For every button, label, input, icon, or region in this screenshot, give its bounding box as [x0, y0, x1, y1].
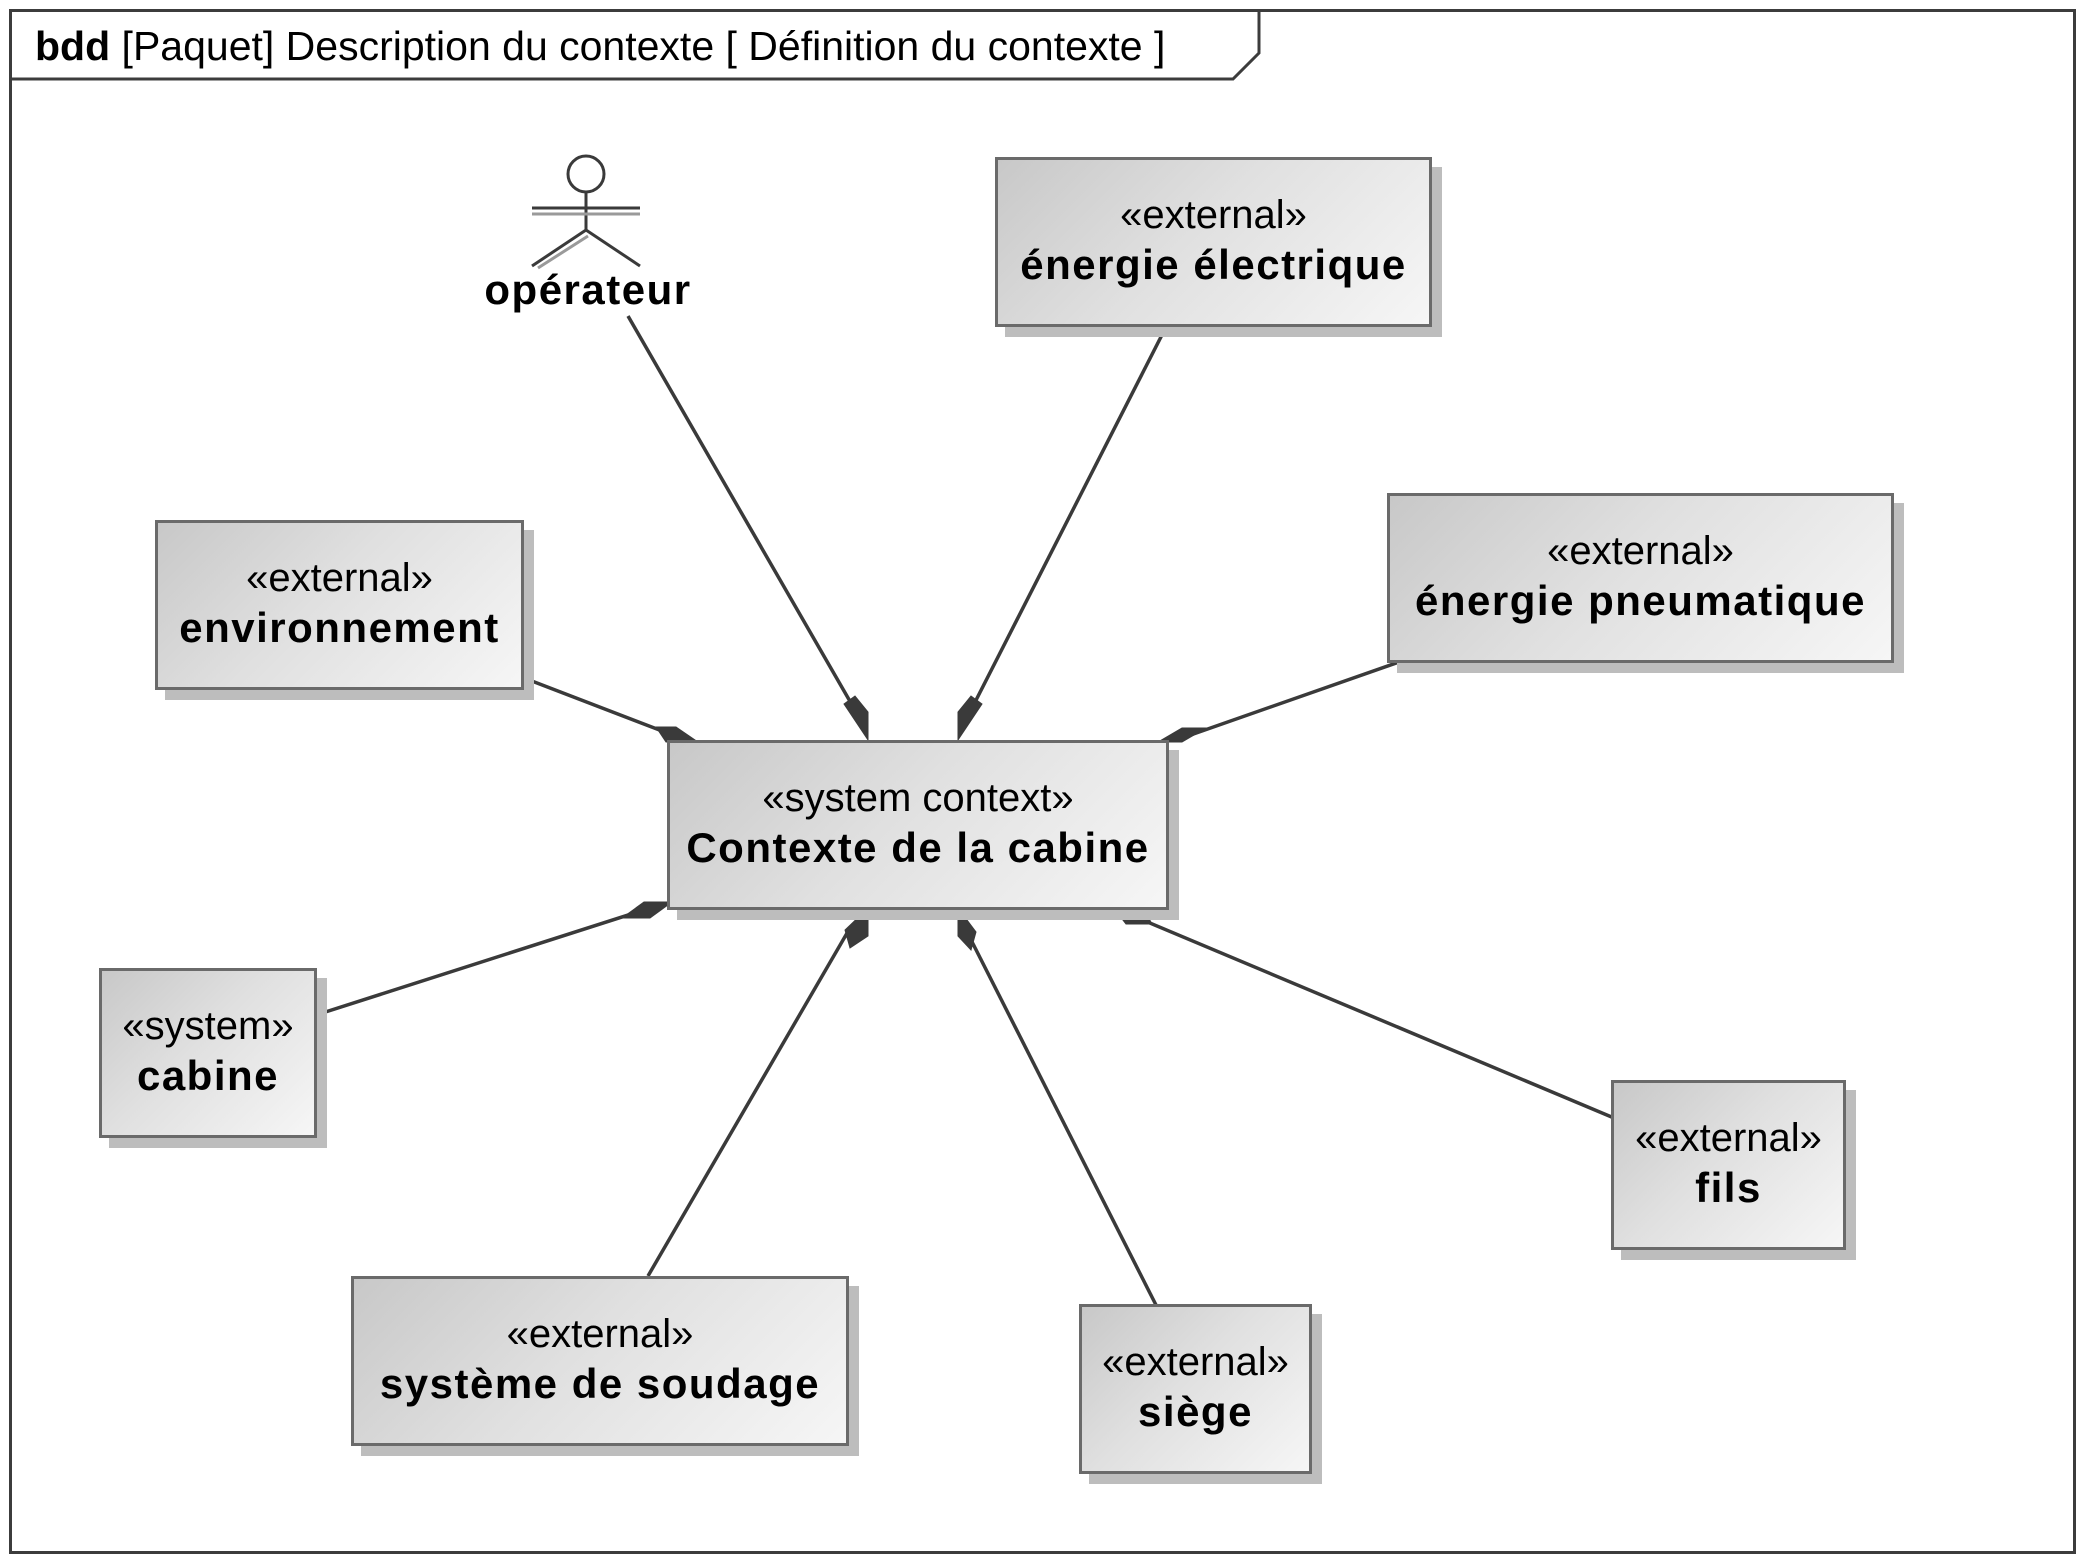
block-name: siège [1138, 1387, 1253, 1435]
assoc-operateur[interactable] [626, 315, 857, 711]
block-contexte-de-la-cabine[interactable]: «system context» Contexte de la cabine [667, 740, 1169, 910]
block-systeme-de-soudage[interactable]: «external» système de soudage [351, 1276, 849, 1446]
block-name: énergie pneumatique [1415, 576, 1866, 624]
frame-header-outline [9, 9, 1261, 81]
block-name: fils [1695, 1163, 1762, 1211]
frame-kind: bdd [35, 23, 111, 69]
block-stereotype: «external» [506, 1311, 694, 1356]
block-name: énergie électrique [1020, 240, 1407, 288]
actor-operateur[interactable]: opérateur [468, 150, 708, 320]
assoc-fils[interactable] [1137, 916, 1615, 1120]
composition-diamond-systeme-soudage [844, 906, 869, 949]
block-stereotype: «external» [1547, 528, 1734, 573]
composition-diamond-energie-electrique [957, 695, 983, 742]
actor-stick-figure-icon [531, 154, 641, 270]
block-energie-pneumatique[interactable]: «external» énergie pneumatique [1387, 493, 1894, 663]
block-name: cabine [136, 1051, 280, 1099]
assoc-environnement[interactable] [523, 676, 671, 736]
block-name: Contexte de la cabine [686, 823, 1150, 871]
composition-diamond-cabine [620, 901, 674, 919]
assoc-energie-pneumatique[interactable] [1181, 660, 1400, 740]
block-stereotype: «system context» [762, 775, 1074, 820]
assoc-energie-electrique[interactable] [969, 326, 1168, 711]
composition-diamond-siege [957, 906, 977, 951]
block-stereotype: «external» [1635, 1115, 1822, 1160]
assoc-cabine[interactable] [315, 906, 651, 1017]
diagram-frame [9, 9, 2076, 1554]
composition-diamond-energie-pneumatique [1156, 727, 1208, 743]
frame-header: bdd [Paquet] Description du contexte [ D… [9, 9, 1261, 81]
block-stereotype: «system» [122, 1003, 294, 1048]
composition-diamond-operateur [843, 695, 869, 742]
block-fils[interactable]: «external» fils [1611, 1080, 1846, 1250]
block-stereotype: «external» [1102, 1339, 1289, 1384]
block-name: système de soudage [379, 1359, 821, 1407]
block-environnement[interactable]: «external» environnement [155, 520, 524, 690]
assoc-systeme-soudage[interactable] [646, 927, 852, 1277]
block-siege[interactable]: «external» siège [1079, 1304, 1312, 1474]
block-cabine[interactable]: «system» cabine [99, 968, 317, 1138]
actor-name: opérateur [484, 266, 692, 313]
frame-label: [Paquet] Description du contexte [ Défin… [121, 23, 1166, 69]
block-stereotype: «external» [1120, 192, 1307, 237]
block-name: environnement [179, 603, 500, 651]
assoc-siege[interactable] [963, 927, 1158, 1306]
block-stereotype: «external» [246, 555, 433, 600]
block-energie-electrique[interactable]: «external» énergie électrique [995, 157, 1432, 327]
